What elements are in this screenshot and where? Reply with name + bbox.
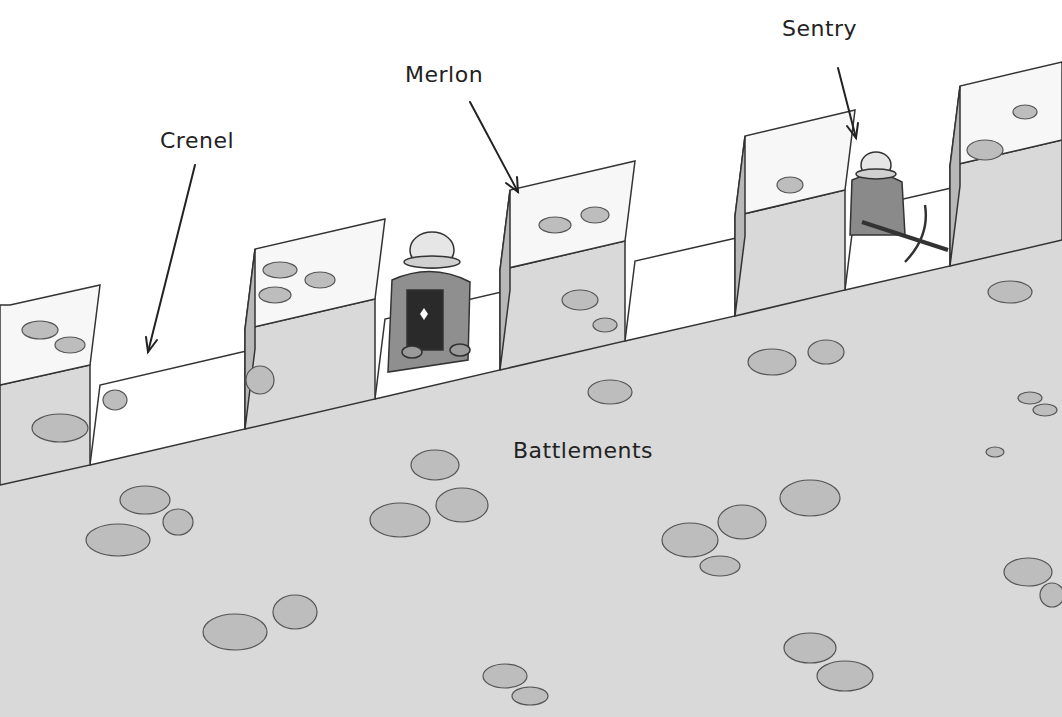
soldier-body bbox=[388, 271, 470, 372]
stone bbox=[305, 272, 335, 288]
stone bbox=[718, 505, 766, 539]
stone bbox=[784, 633, 836, 663]
arrow-head bbox=[146, 337, 157, 352]
stone bbox=[581, 207, 609, 223]
arrow-head bbox=[847, 123, 858, 138]
walkway-floor bbox=[0, 240, 1062, 717]
leader-arrow bbox=[148, 165, 195, 352]
stone bbox=[483, 664, 527, 688]
stone bbox=[32, 414, 88, 442]
stone bbox=[817, 661, 873, 691]
stone bbox=[86, 524, 150, 556]
stone bbox=[562, 290, 598, 310]
stone bbox=[780, 480, 840, 516]
stone bbox=[203, 614, 267, 650]
crossbow-stock bbox=[862, 222, 948, 250]
merlon-top bbox=[950, 62, 1062, 166]
soldier bbox=[388, 232, 470, 372]
stone bbox=[988, 281, 1032, 303]
crenel-floor bbox=[625, 236, 745, 341]
merlon-top bbox=[0, 285, 100, 385]
stone bbox=[1033, 404, 1057, 416]
stone bbox=[700, 556, 740, 576]
helmet-brim bbox=[856, 169, 896, 179]
leader-arrow bbox=[470, 102, 518, 192]
merlon-side bbox=[500, 190, 510, 370]
merlon-side bbox=[735, 136, 745, 316]
stone bbox=[662, 523, 718, 557]
merlon-face bbox=[0, 365, 90, 485]
stone bbox=[163, 509, 193, 535]
stone bbox=[1004, 558, 1052, 586]
stone bbox=[55, 337, 85, 353]
stone bbox=[512, 687, 548, 705]
crenel-floor bbox=[90, 349, 255, 465]
stone bbox=[120, 486, 170, 514]
crossbow-bow bbox=[905, 205, 926, 262]
part-label: Crenel bbox=[160, 128, 234, 153]
stone bbox=[370, 503, 430, 537]
stone bbox=[539, 217, 571, 233]
soldier-hand bbox=[450, 344, 470, 356]
stone bbox=[1018, 392, 1042, 404]
stone bbox=[967, 140, 1003, 160]
merlon-top bbox=[735, 110, 855, 216]
stone bbox=[808, 340, 844, 364]
part-label: Battlements bbox=[513, 438, 653, 463]
stone bbox=[22, 321, 58, 339]
merlon-side bbox=[950, 86, 960, 266]
stone bbox=[777, 177, 803, 193]
stone bbox=[411, 450, 459, 480]
stone bbox=[436, 488, 488, 522]
merlon-side bbox=[245, 249, 255, 429]
stone bbox=[748, 349, 796, 375]
stone bbox=[263, 262, 297, 278]
sentry-figure bbox=[850, 152, 948, 262]
stone bbox=[1013, 105, 1037, 119]
soldier-tabard bbox=[407, 290, 443, 350]
stone bbox=[273, 595, 317, 629]
part-label: Merlon bbox=[405, 62, 483, 87]
stone bbox=[593, 318, 617, 332]
stone bbox=[259, 287, 291, 303]
stone bbox=[103, 390, 127, 410]
stone bbox=[986, 447, 1004, 457]
soldier-hand bbox=[402, 346, 422, 358]
helmet-brim bbox=[404, 256, 460, 268]
stone bbox=[588, 380, 632, 404]
stone bbox=[1040, 583, 1062, 607]
part-label: Sentry bbox=[782, 16, 857, 41]
arrow-head bbox=[506, 177, 518, 192]
merlon-top bbox=[500, 161, 635, 270]
stone bbox=[246, 366, 274, 394]
merlon-top bbox=[245, 219, 385, 329]
tabard-badge bbox=[420, 308, 428, 320]
